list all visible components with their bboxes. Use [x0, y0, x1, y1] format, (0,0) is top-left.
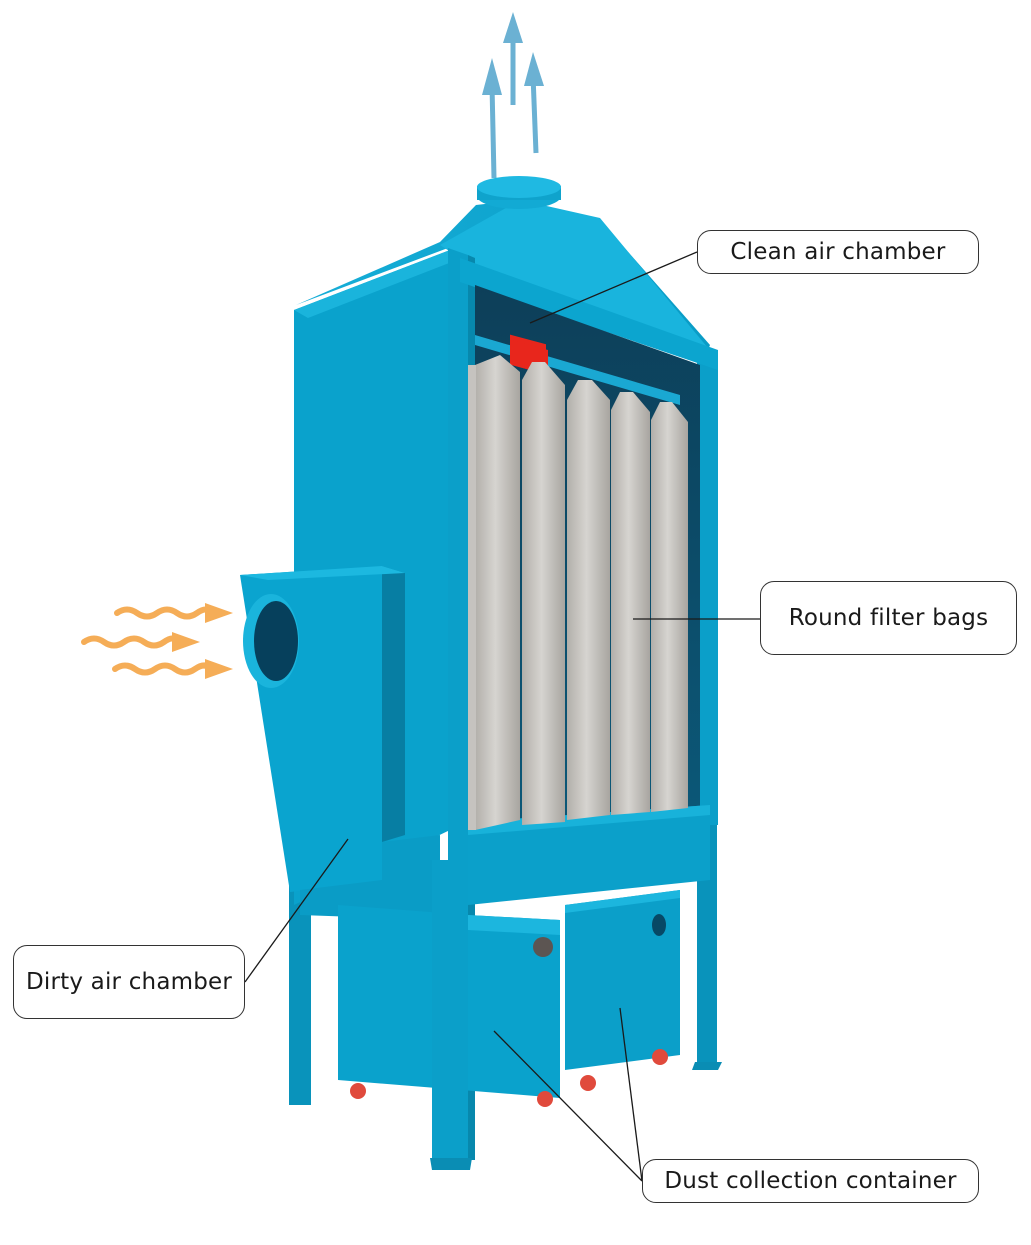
callout-round-filter-bags: Round filter bags	[760, 581, 1017, 655]
arrow-up-icon	[503, 12, 523, 105]
callout-dust-collection-container: Dust collection container	[642, 1159, 979, 1203]
filter-bag	[475, 355, 520, 830]
caster-wheel	[537, 1091, 553, 1107]
arrow-up-icon	[524, 52, 544, 154]
callout-label: Round filter bags	[788, 605, 989, 631]
leader-line-dirty-air	[244, 838, 349, 983]
leader-line-clean-air	[529, 251, 698, 324]
callout-label: Clean air chamber	[730, 239, 946, 265]
caster-wheel	[652, 1049, 668, 1065]
filter-bag	[611, 392, 650, 815]
arrow-up-icon	[482, 58, 502, 179]
callout-dirty-air-chamber: Dirty air chamber	[13, 945, 245, 1019]
callout-label: Dust collection container	[664, 1168, 957, 1194]
leader-line-dust-container-a	[493, 1030, 643, 1182]
dirty-air-inlet-box	[240, 566, 440, 920]
caster-wheel	[580, 1075, 596, 1091]
outlet-hood	[296, 176, 710, 350]
wavy-arrow-right-icon	[112, 659, 233, 679]
filter-bags	[468, 355, 688, 830]
leader-lines	[244, 251, 760, 1182]
leader-line-dust-container-b	[619, 1007, 643, 1182]
callout-label: Dirty air chamber	[25, 969, 233, 995]
dirty-air-arrows	[81, 603, 233, 679]
filter-bag	[651, 402, 688, 812]
filter-bag	[567, 380, 610, 820]
callout-clean-air-chamber: Clean air chamber	[697, 230, 979, 274]
caster-wheel	[350, 1083, 366, 1099]
dust-containers	[338, 860, 680, 1170]
wavy-arrow-right-icon	[114, 603, 233, 623]
dust-container	[565, 890, 680, 1091]
filter-bag	[522, 362, 565, 825]
support-legs	[289, 820, 722, 1105]
clean-air-arrows	[482, 12, 544, 179]
wavy-arrow-right-icon	[81, 632, 200, 652]
